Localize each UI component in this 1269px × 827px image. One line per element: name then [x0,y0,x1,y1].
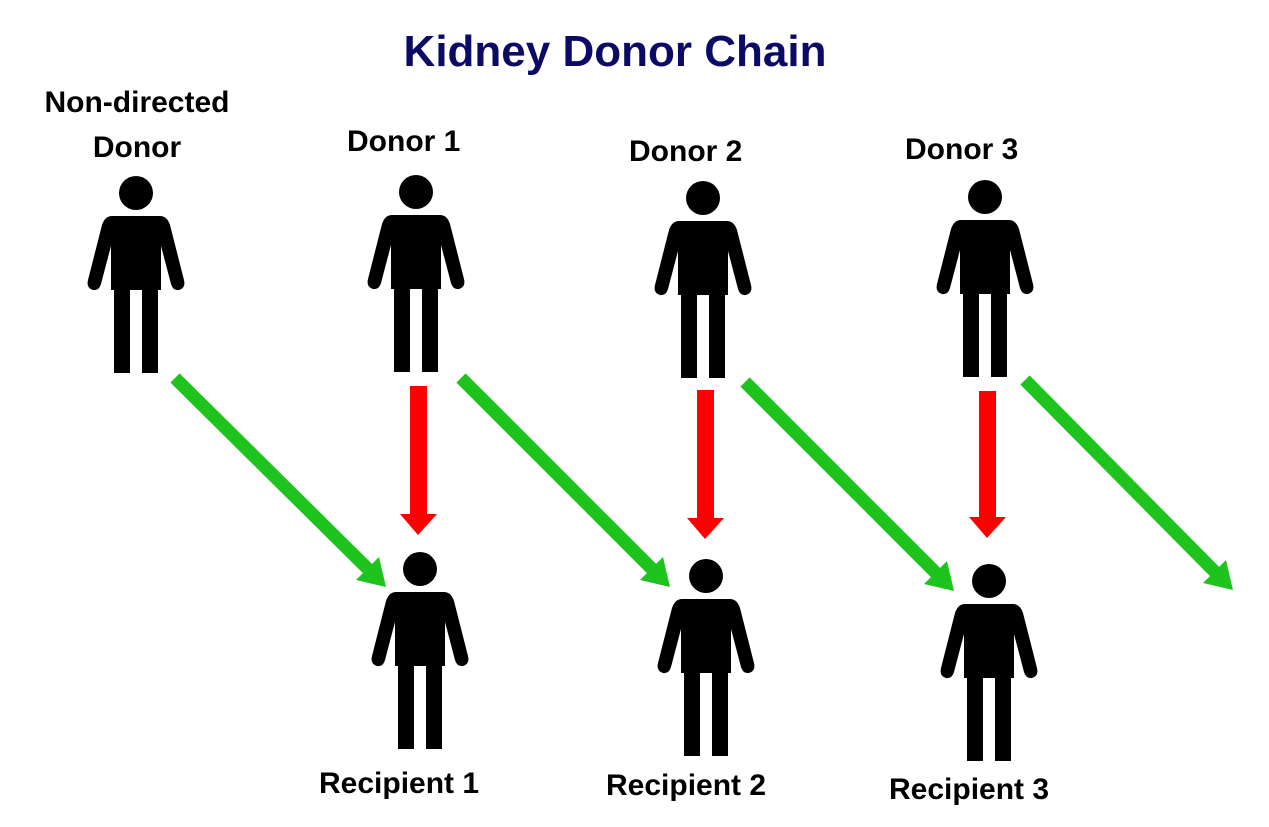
red-arrow-donor-1 [400,386,437,535]
red-arrow-donor-2 [687,390,724,539]
diagram-title: Kidney Donor Chain [403,27,827,76]
donor-3-figure [936,180,1034,377]
non-directed-donor-figure [87,176,185,373]
donor-3-label: Donor 3 [905,133,1019,166]
recipient-3-figure [940,564,1038,761]
non-directed-donor-label-line1: Non-directed [44,86,230,119]
donor-1-figure [367,175,465,372]
green-arrow-donor-1-to-recipient-2 [456,373,670,587]
green-arrow-donor-3-onward [1020,375,1233,590]
green-arrow-donor-2-to-recipient-3 [740,377,954,591]
donor-2-figure [654,181,752,378]
red-arrow-donor-3 [969,391,1006,538]
non-directed-donor-label: Non-directed Donor [7,80,267,170]
non-directed-donor-label-line2: Donor [92,131,182,164]
recipient-1-label: Recipient 1 [319,767,480,800]
green-arrow-non-directed-to-recipient-1 [170,373,386,587]
donor-2-label: Donor 2 [629,135,743,168]
recipient-2-label: Recipient 2 [606,769,767,802]
recipient-1-figure [371,552,469,749]
recipient-3-label: Recipient 3 [889,773,1050,806]
donor-1-label: Donor 1 [347,125,461,158]
recipient-2-figure [657,559,755,756]
